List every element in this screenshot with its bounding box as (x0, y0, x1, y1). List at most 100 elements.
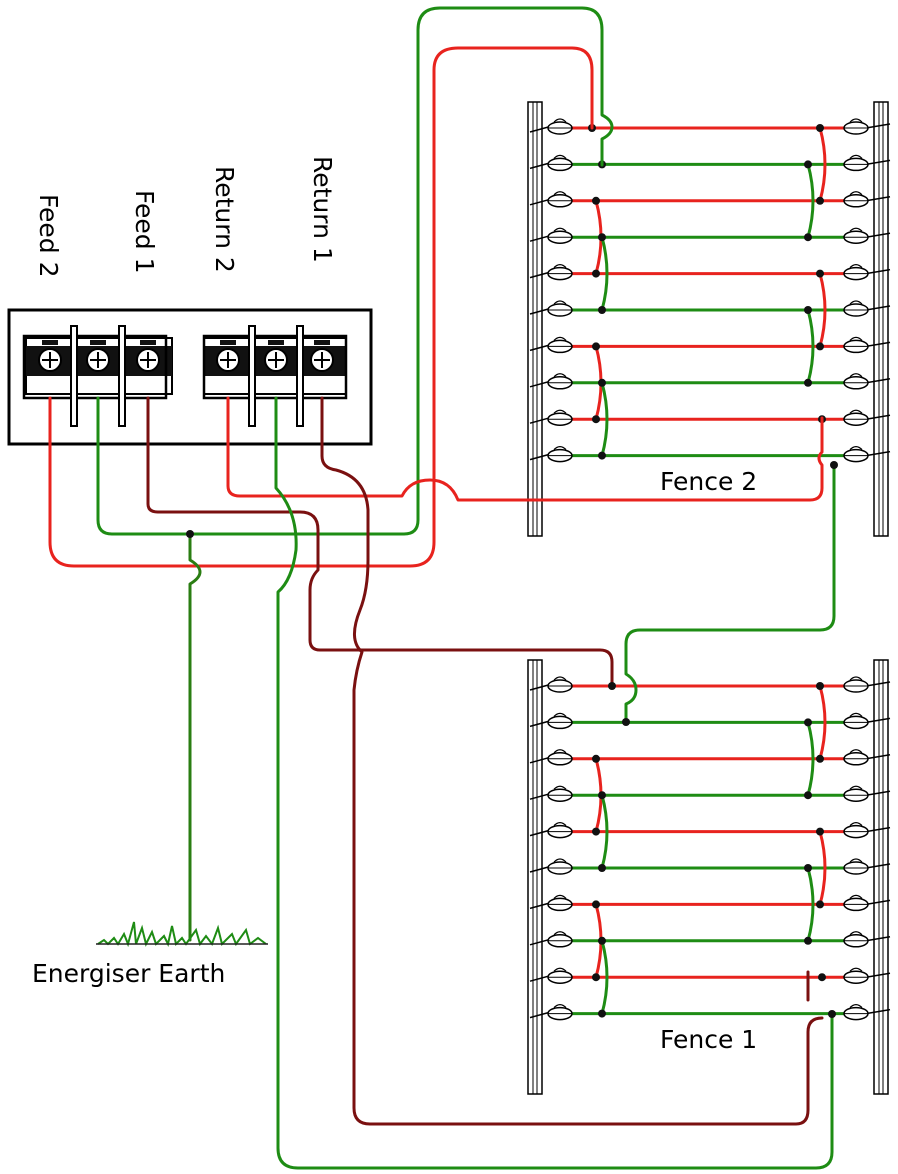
insulator-icon (843, 858, 869, 875)
fence-tie (865, 863, 891, 869)
energiser-box (7, 308, 373, 446)
fence-tie (865, 232, 891, 238)
insulator-icon (843, 264, 869, 281)
terminal-blocks (22, 325, 348, 427)
fence-2-right-post (873, 101, 889, 537)
label-fence-1: Fence 1 (660, 1025, 757, 1054)
insulator-icon (547, 446, 573, 463)
terminal-screw (123, 337, 173, 395)
fence-tie (865, 268, 891, 275)
insulator-icon (547, 894, 573, 912)
fence-1-left-post (527, 659, 543, 1095)
insulator-icon (843, 300, 869, 317)
terminal-screw (203, 337, 253, 395)
insulator-icon (547, 676, 573, 693)
label-fence-2: Fence 2 (660, 467, 757, 496)
fence-tie (865, 305, 891, 311)
insulator-icon (843, 749, 869, 766)
crossover-link (818, 127, 827, 202)
terminal-screw (251, 337, 301, 395)
insulator-icon (843, 227, 869, 244)
crossover-link (806, 867, 815, 942)
return-2-cable (226, 396, 824, 502)
insulator-icon (843, 446, 869, 463)
insulator-icon (547, 264, 573, 281)
crossover-link (806, 164, 815, 238)
insulator-icon (843, 931, 869, 948)
insulator-icon (547, 1004, 573, 1021)
insulator-icon (547, 822, 573, 839)
insulator-icon (547, 336, 573, 354)
insulator-icon (547, 191, 573, 208)
label-feed-2: Feed 2 (34, 194, 63, 278)
insulator-icon (843, 336, 869, 354)
insulator-icon (547, 858, 573, 875)
insulator-icon (843, 785, 869, 802)
crossover-link (600, 794, 609, 869)
insulator-icon (547, 749, 573, 766)
fence-tie (865, 450, 891, 457)
fence-tie (865, 899, 891, 906)
fence-2-wires (529, 118, 891, 463)
insulator-icon (547, 712, 573, 730)
insulator-icon (843, 822, 869, 839)
crossover-link (818, 831, 827, 905)
return-2-green-cable (274, 396, 834, 1170)
terminal-screw (25, 337, 75, 395)
return-1-cable (146, 396, 614, 688)
fence-tie (865, 159, 891, 166)
insulator-icon (843, 409, 869, 426)
insulator-icon (843, 712, 869, 730)
fence-tie (865, 1008, 891, 1015)
fence-1-wires (529, 676, 891, 1021)
terminal-screw (297, 337, 347, 395)
fence-link-cable (624, 463, 836, 724)
insulator-icon (547, 931, 573, 948)
insulator-icon (843, 967, 869, 984)
insulator-icon (843, 191, 869, 208)
fence-tie (865, 936, 891, 942)
crossover-link (806, 722, 815, 796)
insulator-icon (547, 409, 573, 426)
crossover-link (818, 273, 827, 347)
earth-cable (188, 532, 202, 942)
return-1-lower-cable (320, 396, 824, 1126)
fence-tie (865, 378, 891, 384)
crossover-link (600, 382, 609, 456)
fence-tie (865, 717, 891, 724)
insulator-icon (843, 118, 869, 135)
fence-tie (865, 414, 891, 420)
fence-2-left-post (527, 101, 543, 537)
feed-1-cable (96, 6, 614, 536)
fence-tie (865, 123, 891, 129)
fence-tie (865, 754, 891, 760)
label-return-1: Return 1 (308, 156, 337, 263)
crossover-link (600, 236, 609, 311)
insulator-icon (843, 1004, 869, 1021)
insulator-icon (547, 300, 573, 317)
insulator-icon (547, 118, 573, 135)
fence-tie (865, 196, 891, 202)
earth-grass-icon (96, 921, 268, 948)
crossover-link (818, 685, 827, 760)
insulator-icon (547, 785, 573, 802)
insulator-icon (547, 154, 573, 172)
crossover-link (600, 940, 609, 1014)
insulator-icon (547, 967, 573, 984)
feed-2-cable (48, 46, 594, 568)
fence-tie (865, 681, 891, 687)
fence-tie (865, 972, 891, 978)
label-feed-1: Feed 1 (130, 190, 159, 274)
insulator-icon (843, 894, 869, 912)
fence-tie (865, 341, 891, 348)
insulator-icon (843, 373, 869, 390)
cable-junctions (186, 461, 838, 1018)
label-energiser-earth: Energiser Earth (32, 959, 225, 988)
fence-tie (865, 790, 891, 796)
fence-tie (865, 826, 891, 833)
label-return-2: Return 2 (210, 166, 239, 273)
insulator-icon (843, 154, 869, 172)
fence-1-right-post (873, 659, 889, 1095)
insulator-icon (547, 373, 573, 390)
